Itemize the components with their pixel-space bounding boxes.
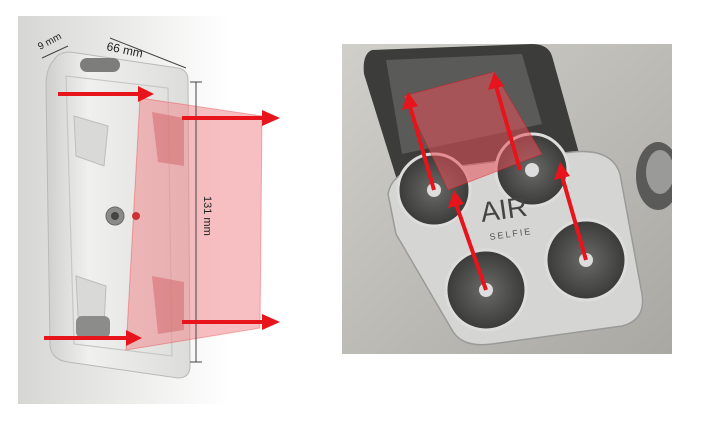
drone-arm-bottom — [152, 276, 184, 334]
depth-dimension-line — [41, 45, 69, 59]
lift-overlay — [403, 71, 543, 191]
fan-recess-top-left — [73, 115, 109, 167]
case-inner-edge — [65, 75, 173, 357]
arrow-upper-left — [408, 105, 436, 191]
height-label: 131 mm — [201, 196, 213, 236]
phone-case-svg: 66 mm 9 mm 131 mm — [18, 16, 280, 404]
drone-photo-svg: AIR SELFIE — [342, 44, 680, 354]
airflow-arrows — [44, 86, 280, 346]
bottom-slot — [76, 316, 110, 338]
drone-photo: AIR SELFIE — [342, 44, 680, 354]
lift-arrows — [402, 72, 588, 291]
arrow-lower-right — [560, 175, 588, 261]
drone-logo: AIR — [479, 191, 530, 228]
center-button-core — [111, 212, 119, 220]
drone-arm-top — [152, 112, 184, 166]
width-dimension-line — [109, 37, 187, 69]
overlay-dot — [132, 212, 140, 220]
camera-slot — [80, 58, 120, 72]
drone-footprint-overlay — [125, 97, 263, 351]
phone-case-diagram: 66 mm 9 mm 131 mm — [18, 16, 308, 404]
arrow-lower-left — [454, 203, 488, 291]
arrow-upper-right — [494, 85, 522, 171]
